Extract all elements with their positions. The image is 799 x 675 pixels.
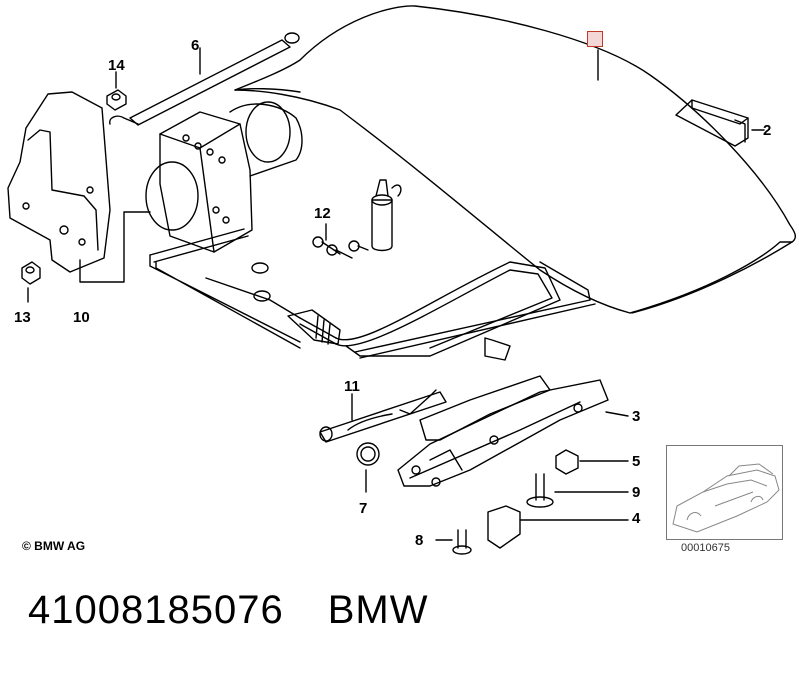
callout-5: 5 — [632, 453, 640, 470]
copyright-notice: © BMW AG — [22, 539, 86, 553]
callout-12: 12 — [314, 205, 331, 222]
diagram-reference-number: 00010675 — [681, 542, 730, 554]
cylinder-part-12 — [312, 179, 402, 259]
hinge-part-3 — [397, 375, 629, 487]
rubber-stop-part-5 — [555, 449, 629, 475]
callout-10: 10 — [73, 309, 90, 326]
nut-part-13 — [21, 261, 41, 303]
footer-caption: 41008185076 BMW — [28, 588, 472, 633]
callout-2: 2 — [763, 122, 771, 139]
nut-part-14 — [106, 71, 127, 111]
bolt-part-9 — [526, 473, 629, 508]
callout-13: 13 — [14, 309, 31, 326]
part-number: 41008185076 — [28, 588, 284, 632]
callout-3: 3 — [632, 408, 640, 425]
pump-bracket-part — [7, 91, 151, 283]
brand-name: BMW — [327, 588, 429, 632]
callout-9: 9 — [632, 484, 640, 501]
bolt-part-8 — [435, 529, 472, 555]
strut-part-11 — [319, 389, 447, 443]
callout-6: 6 — [191, 37, 199, 54]
snap-ring-part-7 — [356, 442, 380, 493]
callout-14: 14 — [108, 57, 125, 74]
vehicle-locator-inset — [666, 445, 783, 540]
hydraulic-pipes — [149, 228, 596, 361]
hydraulic-unit-part — [145, 101, 303, 253]
callout-8: 8 — [415, 532, 423, 549]
pipe-coupling — [287, 309, 341, 345]
car-outline-icon — [672, 463, 780, 533]
callout-4: 4 — [632, 510, 641, 527]
highlighted-part-marker — [587, 31, 603, 47]
callout-7: 7 — [359, 500, 367, 517]
callout-11: 11 — [344, 378, 360, 395]
trunk-lid-part — [234, 5, 797, 314]
bracket-part-4 — [487, 505, 629, 549]
license-lamp-part — [675, 99, 765, 147]
gas-strut-part — [109, 32, 300, 126]
